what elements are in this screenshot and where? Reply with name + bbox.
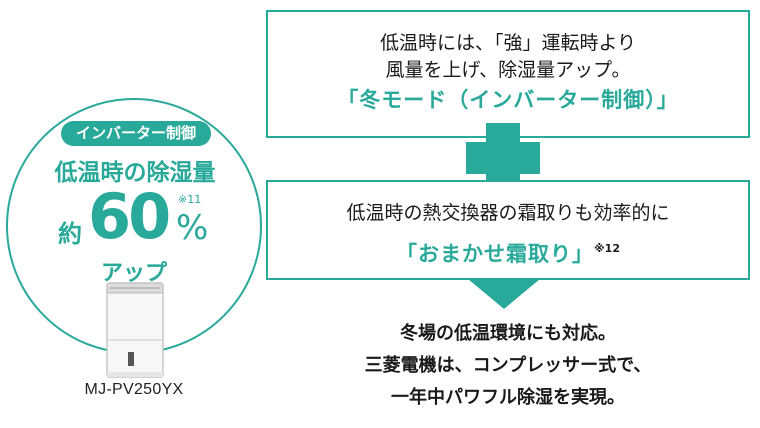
box1-line1: 低温時には、「強」運転時より xyxy=(379,32,637,54)
box2-note: ※12 xyxy=(593,242,620,255)
badge-headline: 低温時の除湿量 xyxy=(54,160,216,186)
feature-box-defrost: 低温時の熱交換器の霜取りも効率的に 「おまかせ霜取り」※12 xyxy=(266,180,750,280)
inverter-pill: インバーター制御 xyxy=(61,121,211,146)
badge-value: 60 xyxy=(88,180,171,253)
summary-line2: 三菱電機は、コンプレッサー式で、 xyxy=(364,355,652,376)
down-arrow-icon xyxy=(468,279,540,309)
dehumidifier-image xyxy=(106,282,164,378)
badge-unit: % xyxy=(176,208,209,248)
badge-suffix: アップ xyxy=(100,261,167,286)
summary-line3: 一年中パワフル除湿を実現。 xyxy=(391,387,625,408)
badge-percentage: 約 60 ※11 % xyxy=(0,186,268,260)
box1-line2: 風量を上げ、除湿量アップ。 xyxy=(385,59,631,81)
badge-prefix: 約 xyxy=(58,220,82,248)
badge-note: ※11 xyxy=(178,193,202,206)
summary-line1: 冬場の低温環境にも対応。 xyxy=(400,323,616,344)
box1-feature: 「冬モード（インバーター制御）」 xyxy=(337,88,679,112)
feature-box-winter-mode: 低温時には、「強」運転時より 風量を上げ、除湿量アップ。 「冬モード（インバータ… xyxy=(266,10,750,138)
model-number: MJ-PV250YX xyxy=(84,381,184,398)
plus-icon-bar xyxy=(466,142,540,174)
box2-line1: 低温時の熱交換器の霜取りも効率的に xyxy=(346,202,670,224)
box2-feature-row: 「おまかせ霜取り」※12 xyxy=(268,233,748,270)
box2-feature: 「おまかせ霜取り」 xyxy=(395,242,594,266)
summary-text: 冬場の低温環境にも対応。 三菱電機は、コンプレッサー式で、 一年中パワフル除湿を… xyxy=(266,318,750,414)
